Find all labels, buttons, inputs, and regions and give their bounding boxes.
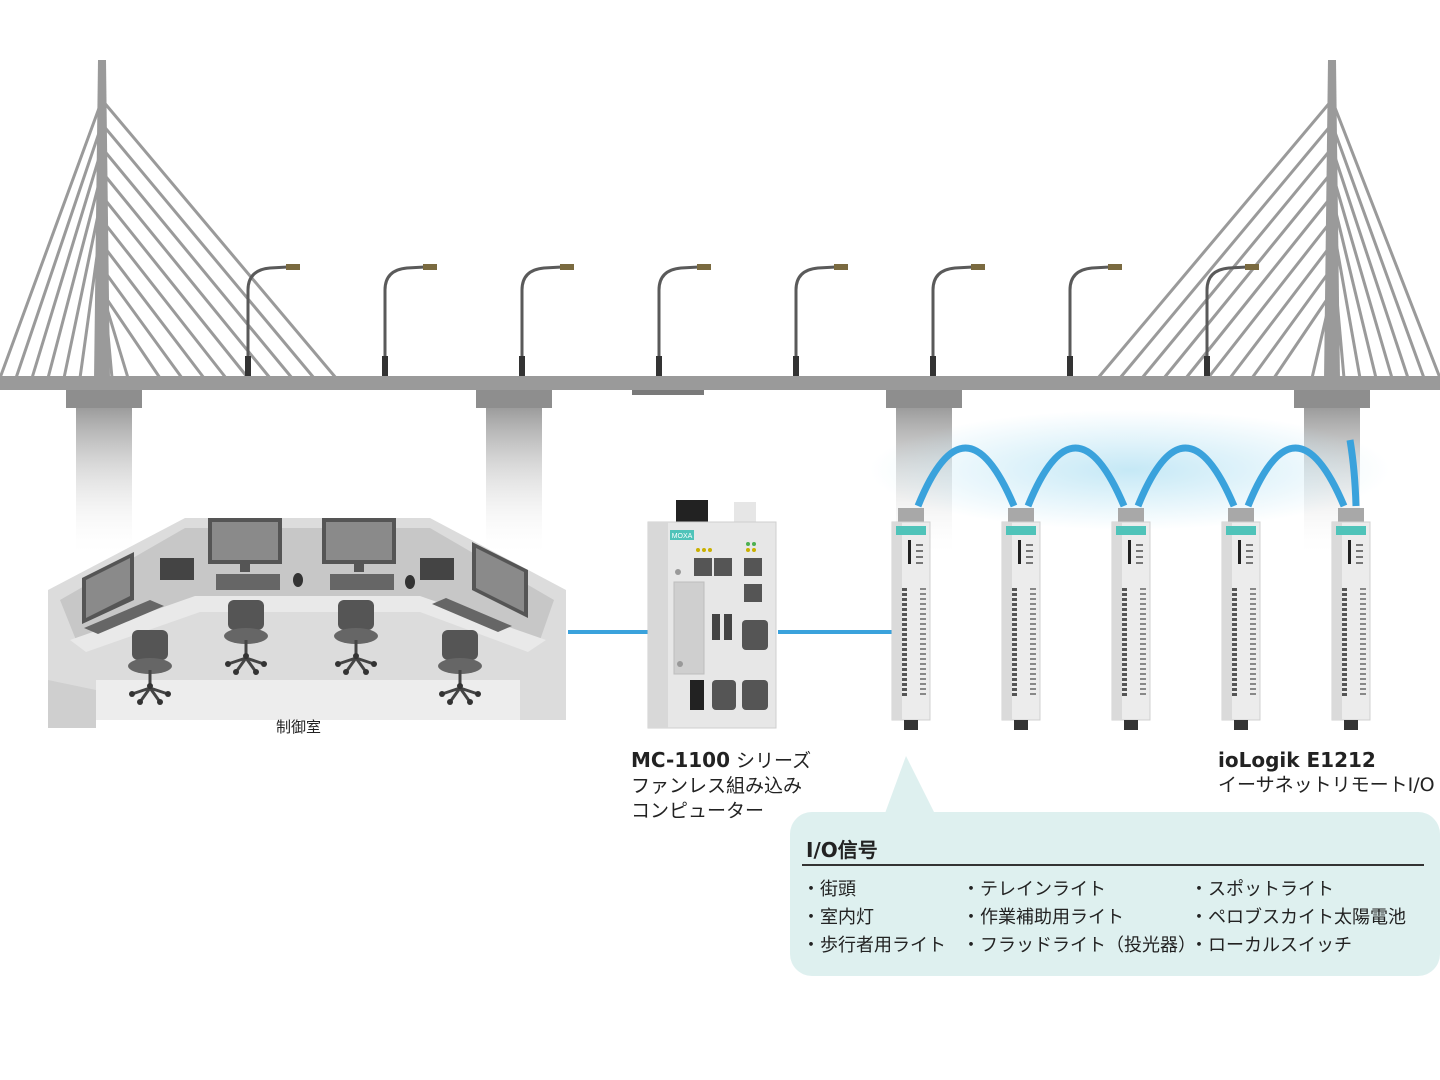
mouse-icon (293, 573, 303, 587)
ethernet-port-icon (694, 558, 712, 576)
pc-icon (160, 558, 194, 580)
serial-port-icon (712, 680, 736, 710)
bridge-pillar (66, 390, 142, 558)
usb-port-icon (724, 614, 732, 640)
street-lamp-icon (520, 265, 563, 376)
signal-column-1: ・街頭 ・室内灯 ・歩行者用ライト (802, 876, 946, 960)
signal-column-2: ・テレインライト ・作業補助用ライト ・フラッドライト（投光器） (962, 876, 1196, 960)
keyboard-icon (84, 600, 164, 634)
signal-item: ・スポットライト (1190, 879, 1334, 900)
network-arc (1244, 444, 1348, 508)
control-room (48, 518, 566, 728)
usb-port-icon (712, 614, 720, 640)
io-model: ioLogik E1212 (1218, 748, 1376, 772)
computer-model: MC-1100 (631, 748, 731, 772)
io-signal-callout: I/O信号 ・街頭 ・室内灯 ・歩行者用ライト ・テレインライト ・作業補助用ラ… (790, 812, 1440, 976)
signal-item: ・歩行者用ライト (802, 935, 946, 956)
street-lamp-icon (1068, 265, 1111, 376)
io-label: ioLogik E1212 イーサネットリモートI/O (1218, 748, 1435, 798)
serial-port-icon (742, 620, 768, 650)
monitor-icon (82, 552, 134, 624)
network-arc (1134, 444, 1238, 508)
mc-1100-computer: MOXA (647, 500, 777, 729)
iologik-module-icon (891, 508, 931, 730)
iologik-module-icon (1111, 508, 1151, 730)
bridge-deck (0, 376, 1440, 395)
office-chair-icon (128, 630, 172, 705)
monitor-icon (472, 542, 528, 618)
keyboard-icon (432, 598, 512, 632)
bridge-tower-left (94, 60, 110, 380)
street-lamp-icon (794, 265, 837, 376)
serial-port-icon (742, 680, 768, 710)
signal-item: ・街頭 (802, 879, 856, 900)
signal-item: ・テレインライト (962, 879, 1106, 900)
mouse-icon (405, 575, 415, 589)
bridge-cables (0, 99, 1440, 379)
ethernet-port-icon (744, 584, 762, 602)
signal-item: ・フラッドライト（投光器） (962, 935, 1196, 956)
street-lamp-icon (383, 265, 426, 376)
bridge-tower-right (1324, 60, 1340, 380)
signal-column-3: ・スポットライト ・ペロブスカイト太陽電池 ・ローカルスイッチ (1190, 876, 1406, 960)
pc-icon (420, 558, 454, 580)
network-arc (914, 444, 1018, 508)
office-chair-icon (334, 600, 378, 675)
ethernet-port-icon (744, 558, 762, 576)
street-lamp-icon (1205, 265, 1248, 376)
signal-item: ・ローカルスイッチ (1190, 935, 1352, 956)
signal-item: ・室内灯 (802, 907, 874, 928)
monitor-icon (208, 518, 282, 572)
iologik-module-icon (1001, 508, 1041, 730)
network-arc (1346, 439, 1360, 507)
control-room-label: 制御室 (276, 718, 322, 736)
computer-series: シリーズ (730, 750, 812, 772)
io-desc: イーサネットリモートI/O (1218, 774, 1435, 796)
bridge-pillar (476, 390, 552, 558)
signal-item: ・ペロブスカイト太陽電池 (1190, 907, 1406, 928)
iologik-module-icon (1331, 508, 1371, 730)
callout-pointer (884, 756, 936, 816)
brand-logo: MOXA (672, 533, 693, 540)
iologik-module-icon (1221, 508, 1261, 730)
computer-desc-line2: ファンレス組み込み (631, 775, 803, 797)
office-chair-icon (438, 630, 482, 705)
computer-label: MC-1100 シリーズ ファンレス組み込み コンピューター (631, 748, 811, 824)
street-lamp-icon (657, 265, 700, 376)
network-arc (1024, 444, 1128, 508)
keyboard-icon (330, 574, 394, 590)
monitor-icon (322, 518, 396, 572)
street-lamp-icon (246, 265, 289, 376)
office-chair-icon (224, 600, 268, 675)
street-lamps (245, 264, 1259, 376)
ethernet-port-icon (714, 558, 732, 576)
io-daisy-chain (914, 439, 1360, 508)
street-lamp-icon (931, 265, 974, 376)
signal-item: ・作業補助用ライト (962, 907, 1124, 928)
hdmi-port-icon (690, 680, 704, 710)
keyboard-icon (216, 574, 280, 590)
callout-divider (802, 864, 1424, 866)
computer-desc-line3: コンピューター (631, 800, 765, 822)
iologik-modules (891, 508, 1371, 730)
callout-title: I/O信号 (806, 838, 878, 862)
